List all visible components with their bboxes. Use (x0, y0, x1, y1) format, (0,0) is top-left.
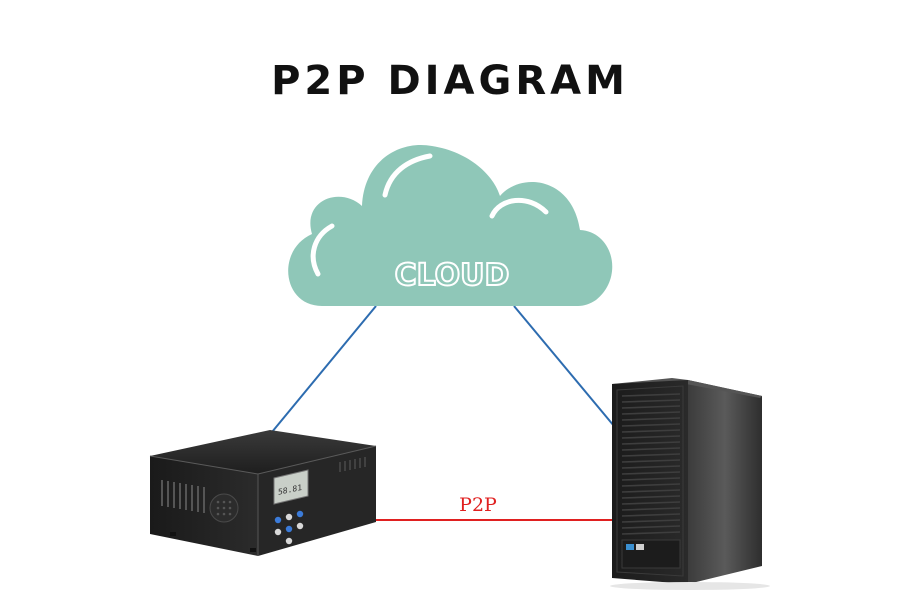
p2p-label: P2P (459, 494, 497, 516)
cloud-label: CLOUD (395, 258, 510, 293)
cloud-icon: CLOUD (288, 144, 613, 306)
server-tower-icon (610, 378, 770, 590)
link-cloud-to-server (513, 305, 615, 427)
link-cloud-to-controller (271, 305, 377, 433)
device-box-icon: 58.81 (149, 430, 377, 556)
page-title: P2P DIAGRAM (271, 58, 629, 104)
